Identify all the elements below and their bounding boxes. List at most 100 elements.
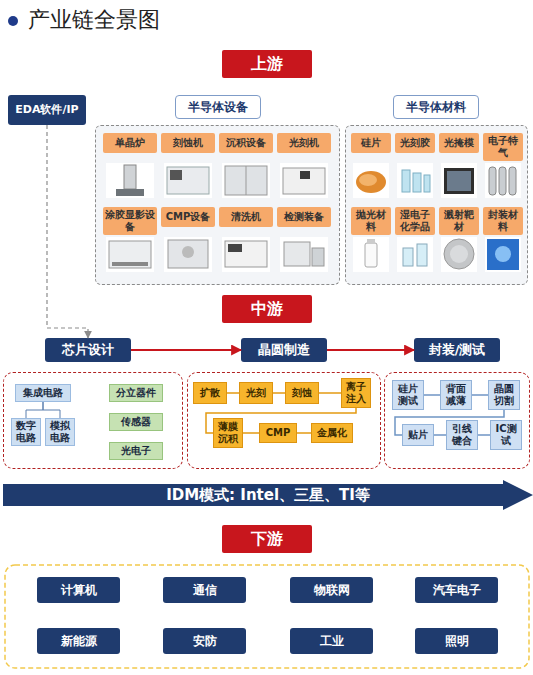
machine-picture [312, 248, 324, 266]
item-card: 电子特气 [483, 133, 523, 201]
wafer-picture [359, 174, 377, 186]
furnace-picture [116, 189, 144, 196]
machine-picture [246, 166, 247, 195]
stage-group: 芯片设计集成电路数字电路模拟电路分立器件传感器光电子 [3, 338, 183, 469]
node-label: 数字电路 [14, 420, 38, 444]
process-step: 贴片 [402, 424, 434, 446]
connector [424, 394, 440, 396]
connector [327, 349, 414, 351]
node-label: 抛光材料 [351, 207, 391, 235]
item-card: 刻蚀机 [161, 133, 215, 201]
picture-card [280, 163, 328, 198]
process-step: 扩散 [193, 382, 227, 404]
connector [227, 392, 239, 394]
target-picture [444, 239, 474, 269]
process-step: IC测试 [490, 420, 522, 450]
item-card: CMP设备 [161, 207, 215, 275]
connector [434, 434, 446, 436]
node-label: 集成电路 [23, 387, 63, 399]
node-label: IC测试 [493, 423, 519, 447]
package-picture [495, 246, 511, 262]
title-bullet [8, 16, 18, 26]
application-box: 新能源 [37, 628, 120, 654]
circuit-box: 集成电路 [15, 384, 71, 402]
machine-picture [109, 241, 151, 268]
connector [478, 434, 490, 436]
connector [472, 394, 488, 396]
process-step: 光刻 [239, 382, 273, 404]
machine-picture [225, 166, 267, 195]
category-group: 半导体设备单晶炉刻蚀机沉积设备光刻机涂胶显影设备CMP设备清洗机检测装备 [95, 95, 340, 285]
cylinder-picture [489, 167, 496, 195]
mask-picture [447, 171, 471, 191]
node-label: 单晶炉 [103, 133, 157, 153]
node-label: 晶圆切割 [491, 383, 517, 407]
item-card: 检测装备 [277, 207, 331, 275]
item-card: 湿电子化学品 [395, 207, 435, 275]
connector [297, 432, 311, 434]
arrow-band-shape [3, 480, 533, 510]
node-label: 上游 [251, 54, 283, 73]
process-step: 金属化 [311, 423, 353, 443]
machine-picture [228, 244, 242, 252]
application-box: 计算机 [37, 577, 120, 603]
section-banner: 下游 [222, 525, 312, 553]
picture-card [106, 163, 154, 198]
picture-card [222, 237, 270, 272]
connector [395, 410, 504, 435]
stage-group: 晶圆制造扩散光刻刻蚀离子注入薄膜沉积CMP金属化 [187, 338, 381, 469]
node-label: CMP [266, 427, 291, 439]
picture-card [485, 163, 521, 198]
device-box: 分立器件 [109, 384, 163, 402]
package-picture [487, 239, 519, 270]
connector [47, 125, 88, 338]
node-label: 沉积设备 [219, 133, 273, 153]
process-step: 晶圆切割 [488, 380, 520, 410]
mode-arrow: IDM模式: Intel、三星、TI等 [3, 480, 533, 510]
node-label: 下游 [251, 529, 283, 548]
process-step: 引线键合 [446, 420, 478, 450]
node-label: 光刻 [246, 387, 266, 399]
circuit-box: 数字电路 [11, 418, 41, 446]
node-label: 汽车电子 [433, 583, 481, 597]
connector [243, 432, 259, 434]
connector [26, 402, 43, 418]
category-group: 半导体材料硅片光刻胶光掩模电子特气抛光材料湿电子化学品溅射靶材封装材料 [345, 95, 528, 285]
machine-picture [300, 171, 310, 179]
item-card: 抛光材料 [351, 207, 391, 275]
process-step: 背面减薄 [440, 380, 472, 410]
node-label: 扩散 [200, 387, 220, 399]
node-label: 检测装备 [277, 207, 331, 227]
item-card: 溅射靶材 [439, 207, 479, 275]
wafer-picture [356, 171, 386, 193]
picture-card [441, 163, 477, 198]
item-card: 单晶炉 [103, 133, 157, 201]
item-card: 清洗机 [219, 207, 273, 275]
machine-picture [182, 246, 194, 258]
node-label: 光掩模 [439, 133, 479, 153]
circuit-box: 模拟电路 [45, 418, 75, 446]
machine-picture [225, 241, 267, 267]
item-card: 光刻胶 [395, 133, 435, 201]
machine-picture [168, 240, 208, 268]
machine-picture [283, 168, 325, 194]
application-box: 照明 [415, 628, 498, 654]
node-label: 贴片 [408, 429, 428, 441]
node-label: 模拟电路 [48, 420, 72, 444]
stage-group: 封装/测试硅片测试背面减薄晶圆切割贴片引线键合IC测试 [384, 338, 530, 469]
flask-picture [403, 248, 413, 266]
node-label: EDA软件/IP [15, 103, 78, 116]
node-label: 清洗机 [219, 207, 273, 227]
node-label: 分立器件 [116, 387, 156, 399]
node-label: 金属化 [317, 427, 347, 439]
picture-card [353, 163, 389, 198]
node-label: 引线键合 [449, 423, 475, 447]
device-box: 光电子 [109, 442, 163, 460]
mask-picture [444, 168, 474, 194]
machine-picture [170, 170, 182, 180]
group-heading: 晶圆制造 [241, 338, 327, 362]
node-label: 安防 [193, 634, 217, 648]
group-heading: 半导体设备 [175, 95, 261, 119]
picture-card [164, 237, 212, 272]
bottle-picture [424, 175, 430, 192]
